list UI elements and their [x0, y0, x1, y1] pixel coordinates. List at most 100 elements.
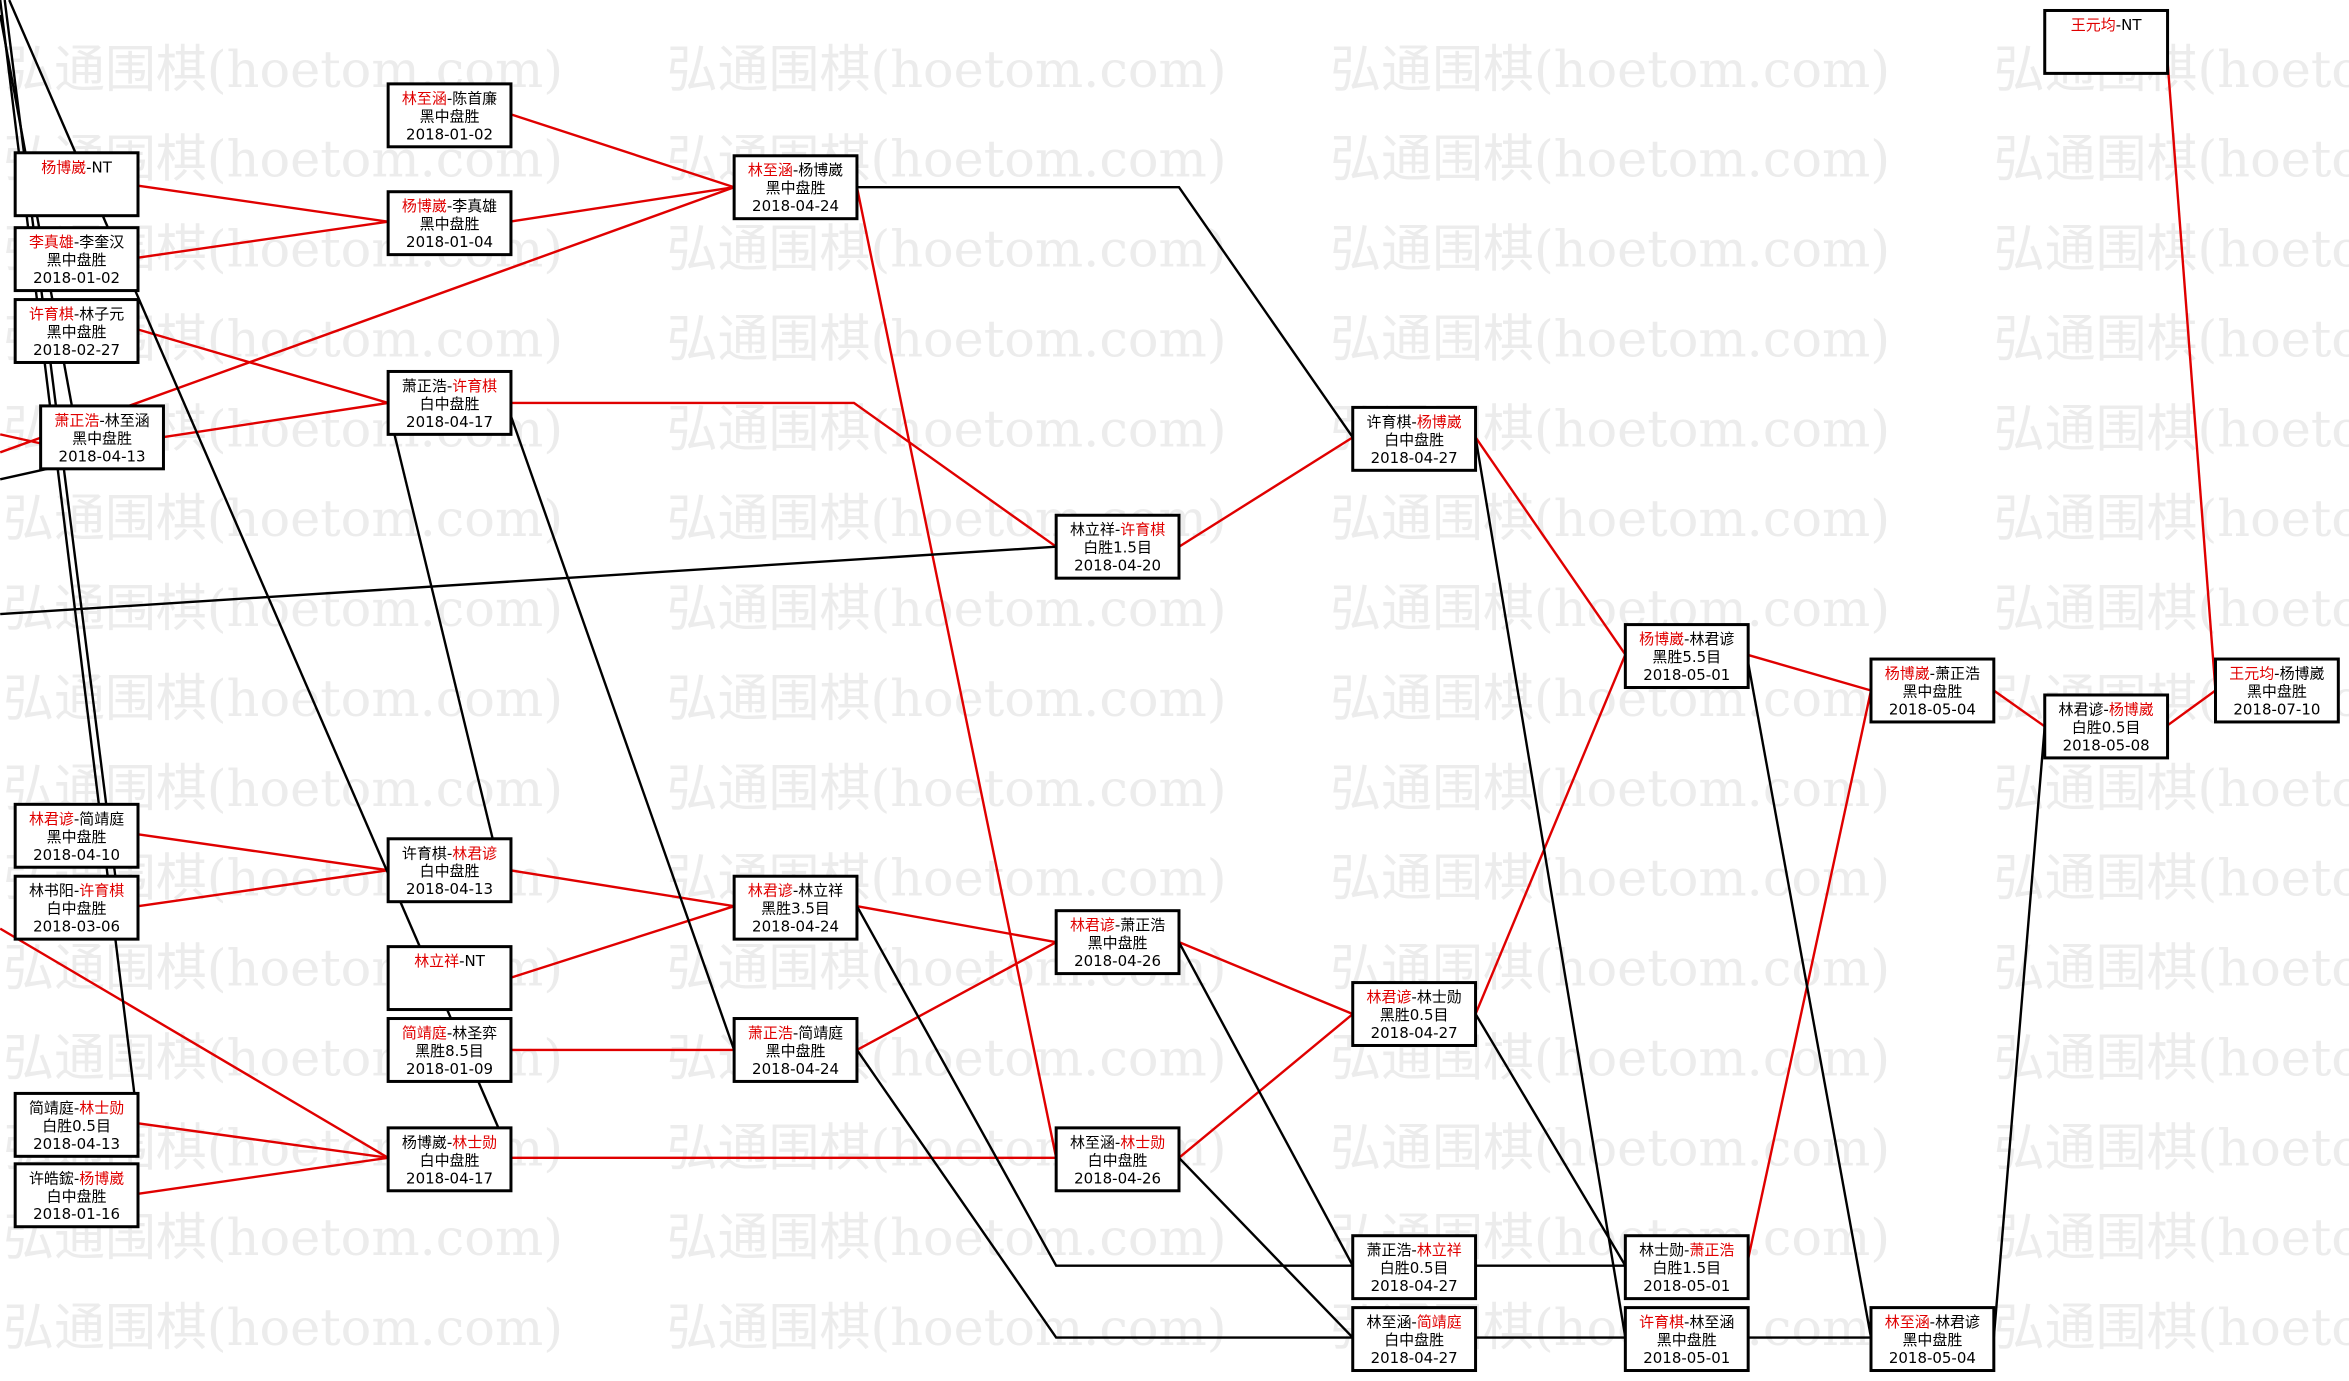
game-date: 2018-01-02: [33, 269, 120, 287]
game-result: 白胜0.5目: [1380, 1259, 1449, 1277]
game-result: 白胜0.5目: [2072, 718, 2141, 736]
winner-connector-line: [1178, 436, 1354, 548]
winner-connector-line: [137, 1122, 389, 1160]
game-result: 黑中盘胜: [47, 323, 107, 341]
game-box[interactable]: 王元均-NT: [2043, 8, 2170, 75]
player-black: 王元均: [2229, 665, 2274, 683]
player-black: 许育棋: [1639, 1313, 1684, 1331]
game-result: 黑中盘胜: [47, 251, 107, 269]
player-black: 许皓鋐: [29, 1169, 74, 1187]
winner-connector-line: [509, 401, 1057, 548]
player-black: 林立祥: [414, 952, 459, 970]
game-date: 2018-04-26: [1074, 952, 1161, 970]
game-players: 林至涵-简靖庭: [1367, 1313, 1462, 1331]
player-black: 林君谚: [29, 810, 74, 828]
separator: -: [2116, 16, 2121, 34]
winner-connector-line: [856, 941, 1057, 1052]
player-white: 萧正浩: [1120, 916, 1165, 934]
player-white: 简靖庭: [1417, 1313, 1462, 1331]
separator: -: [447, 89, 452, 107]
watermark-text: 弘通围棋(hoetom.com): [1994, 850, 2349, 909]
game-result: 白中盘胜: [420, 1151, 480, 1169]
player-white: NT: [465, 952, 486, 970]
player-white: 简靖庭: [798, 1024, 843, 1042]
connector-line: [1474, 1013, 1627, 1267]
game-date: 2018-05-01: [1643, 1277, 1730, 1295]
player-black: 萧正浩: [1367, 1241, 1412, 1259]
player-black: 许育棋: [29, 305, 74, 323]
game-date: 2018-04-17: [406, 1169, 493, 1187]
player-black: 杨博崴: [1885, 665, 1930, 683]
game-box[interactable]: 杨博崴-NT: [13, 151, 140, 218]
connector-line: [855, 1049, 1353, 1339]
game-box-border: [732, 154, 859, 221]
game-box-border: [1054, 909, 1181, 976]
winner-connector-line: [509, 905, 735, 980]
game-box[interactable]: 林立祥-NT: [386, 945, 513, 1012]
game-players: 杨博崴-林君谚: [1639, 630, 1734, 648]
player-white: 许育棋: [79, 882, 124, 900]
game-result: 黑中盘胜: [72, 429, 132, 447]
watermark-text: 弘通围棋(hoetom.com): [1994, 1029, 2349, 1088]
game-box-border: [13, 1091, 140, 1158]
watermark-text: 弘通围棋(hoetom.com): [667, 1209, 1227, 1268]
player-black: 林君谚: [1367, 988, 1412, 1006]
player-black: 简靖庭: [402, 1024, 447, 1042]
game-players: 萧正浩-林至涵: [54, 411, 149, 429]
winner-connector-line: [1474, 654, 1627, 1015]
player-white: 林子元: [79, 305, 124, 323]
game-players: 许皓鋐-杨博崴: [29, 1169, 124, 1187]
player-black: 简靖庭: [29, 1099, 74, 1117]
game-result: 黑中盘胜: [1902, 1331, 1962, 1349]
game-box-border: [1351, 1306, 1478, 1373]
game-box-border: [1869, 1306, 1996, 1373]
separator: -: [447, 1024, 452, 1042]
game-result: 白中盘胜: [47, 1187, 107, 1205]
watermark-text: 弘通围棋(hoetom.com): [667, 310, 1227, 369]
connector-line: [1177, 941, 1354, 1267]
player-black: 杨博崴: [1639, 630, 1684, 648]
game-players: 林君谚-简靖庭: [29, 810, 124, 828]
game-box-border: [1623, 1306, 1750, 1373]
winner-connector-line: [509, 869, 735, 908]
watermark-text: 弘通围棋(hoetom.com): [1330, 221, 1890, 280]
watermark-text: 弘通围棋(hoetom.com): [1994, 400, 2349, 459]
separator: -: [1115, 916, 1120, 934]
game-players: 王元均-NT: [2071, 16, 2143, 34]
player-black: 许育棋: [402, 844, 447, 862]
watermark-text: 弘通围棋(hoetom.com): [1330, 131, 1890, 190]
player-white: NT: [2121, 16, 2142, 34]
player-black: 许育棋: [1367, 413, 1412, 431]
watermark-text: 弘通围棋(hoetom.com): [1330, 760, 1890, 819]
